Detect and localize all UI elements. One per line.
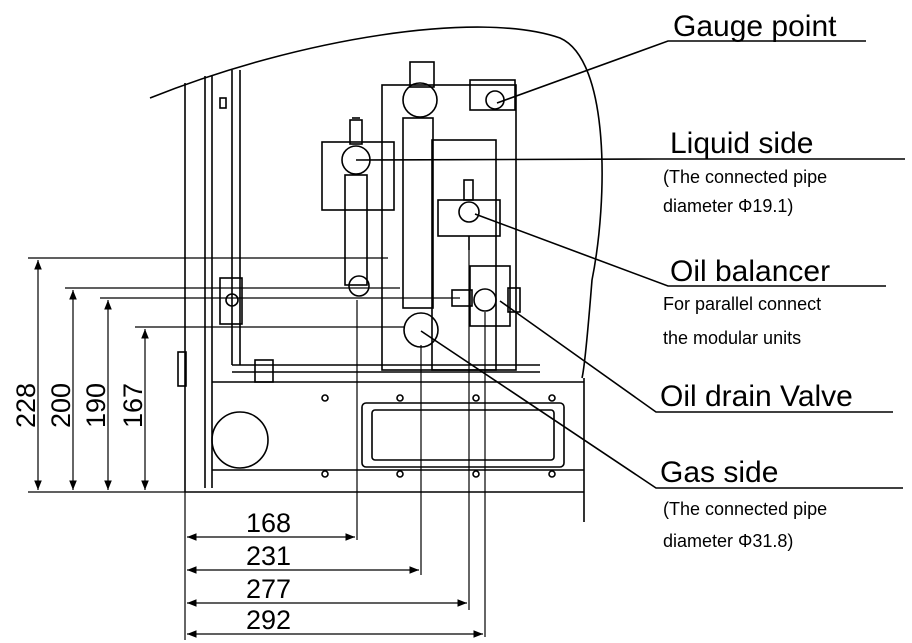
label-gas-side: Gas side bbox=[660, 456, 778, 489]
dim-h-292: 292 bbox=[246, 605, 291, 635]
callout-labels: Gauge point Liquid side (The connected p… bbox=[660, 10, 853, 551]
dimension-values: 228 200 190 167 168 231 277 292 bbox=[11, 383, 291, 635]
label-liquid-side: Liquid side bbox=[670, 127, 813, 160]
label-oil-drain-valve: Oil drain Valve bbox=[660, 380, 853, 413]
dim-v-200: 200 bbox=[46, 383, 76, 428]
dim-v-190: 190 bbox=[81, 383, 111, 428]
dim-v-167: 167 bbox=[118, 383, 148, 428]
note-gas-pipe: (The connected pipe bbox=[663, 499, 827, 519]
unit-outline bbox=[149, 26, 603, 522]
note-oil-balancer-1: For parallel connect bbox=[663, 294, 821, 314]
dimension-lines bbox=[28, 250, 486, 640]
note-liquid-pipe: (The connected pipe bbox=[663, 167, 827, 187]
dim-h-231: 231 bbox=[246, 541, 291, 571]
label-gauge-point: Gauge point bbox=[673, 10, 837, 43]
note-liquid-diameter: diameter Φ19.1) bbox=[663, 196, 793, 216]
leader-lines bbox=[355, 40, 905, 489]
label-oil-balancer: Oil balancer bbox=[670, 255, 830, 288]
dim-h-277: 277 bbox=[246, 574, 291, 604]
dim-h-168: 168 bbox=[246, 508, 291, 538]
dim-v-228: 228 bbox=[11, 383, 41, 428]
note-gas-diameter: diameter Φ31.8) bbox=[663, 531, 793, 551]
note-oil-balancer-2: the modular units bbox=[663, 328, 801, 348]
